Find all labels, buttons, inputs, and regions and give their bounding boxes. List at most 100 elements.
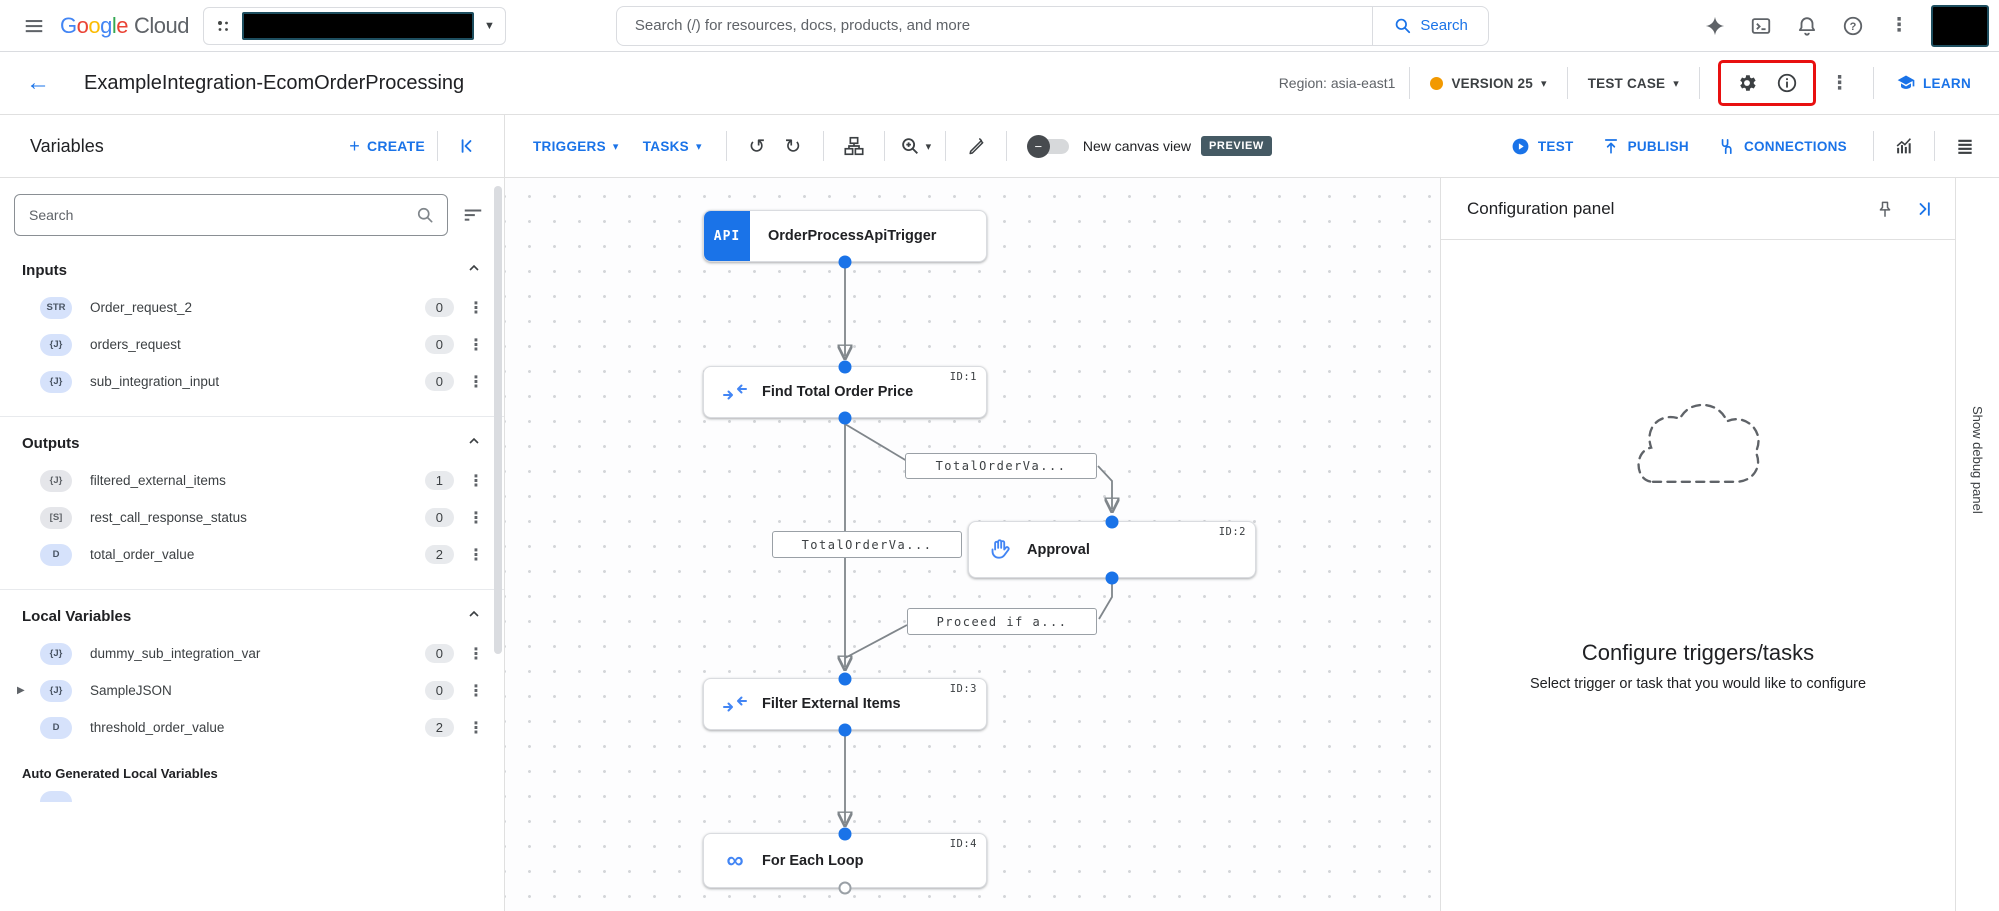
variable-type-badge: D: [40, 543, 72, 566]
overflow-menu-icon[interactable]: ⋮: [1889, 15, 1909, 36]
notifications-bell-icon[interactable]: [1787, 6, 1827, 46]
connector-dot[interactable]: [838, 255, 852, 269]
triggers-dropdown[interactable]: TRIGGERS▾: [533, 139, 619, 154]
connector-dot[interactable]: [838, 723, 852, 737]
expand-arrow-icon[interactable]: ▶: [17, 685, 25, 696]
pin-icon[interactable]: [1875, 199, 1895, 219]
loop-infinity-icon: ∞: [726, 846, 744, 874]
create-label: CREATE: [366, 138, 425, 154]
search-icon: [1396, 18, 1411, 34]
usage-count-badge[interactable]: 0: [424, 372, 454, 391]
kebab-menu-icon[interactable]: ⋮: [468, 645, 484, 663]
node-filter-external-items[interactable]: ID:3 Filter External Items: [703, 678, 987, 730]
edit-wand-icon[interactable]: [958, 128, 994, 164]
node-order-process-api-trigger[interactable]: API OrderProcessApiTrigger: [703, 210, 987, 262]
back-arrow-icon[interactable]: ←: [26, 69, 50, 96]
kebab-menu-icon[interactable]: ⋮: [468, 509, 484, 527]
new-canvas-view-toggle[interactable]: −: [1026, 134, 1069, 158]
kebab-menu-icon[interactable]: ⋮: [468, 299, 484, 317]
test-label: TEST: [1537, 138, 1574, 154]
sidebar-scrollbar[interactable]: [494, 186, 502, 654]
configuration-panel-header: Configuration panel: [1441, 178, 1955, 240]
chevron-up-icon[interactable]: [466, 260, 482, 281]
variable-row[interactable]: {J} filtered_external_items 1 ⋮: [0, 462, 504, 499]
kebab-menu-icon[interactable]: ⋮: [468, 472, 484, 490]
settings-gear-icon[interactable]: [1727, 63, 1767, 103]
account-avatar[interactable]: [1931, 4, 1989, 47]
usage-count-badge[interactable]: 0: [424, 335, 454, 354]
variable-row[interactable]: {J} orders_request 0 ⋮: [0, 326, 504, 363]
logs-icon[interactable]: [1947, 128, 1983, 164]
filter-sort-icon[interactable]: [462, 204, 484, 226]
create-variable-button[interactable]: + CREATE: [349, 136, 425, 157]
usage-count-badge[interactable]: 2: [424, 718, 454, 737]
edge-label-proceed-if-approved[interactable]: Proceed if a...: [907, 608, 1097, 635]
test-button[interactable]: TEST: [1511, 137, 1574, 156]
kebab-menu-icon[interactable]: ⋮: [468, 682, 484, 700]
usage-count-badge[interactable]: 0: [424, 298, 454, 317]
chevron-up-icon[interactable]: [466, 606, 482, 627]
connector-dot[interactable]: [1105, 571, 1119, 585]
publish-button[interactable]: PUBLISH: [1602, 137, 1689, 155]
usage-count-badge[interactable]: 2: [424, 545, 454, 564]
connector-dot[interactable]: [838, 360, 852, 374]
kebab-menu-icon[interactable]: ⋮: [468, 373, 484, 391]
connector-dot-open[interactable]: [838, 881, 852, 895]
variable-row[interactable]: {J} dummy_sub_integration_var 0 ⋮: [0, 635, 504, 672]
gemini-icon[interactable]: [1695, 6, 1735, 46]
connector-dot[interactable]: [838, 411, 852, 425]
connections-button[interactable]: CONNECTIONS: [1717, 137, 1847, 156]
data-mapping-icon: [720, 695, 750, 713]
connector-dot[interactable]: [838, 827, 852, 841]
undo-icon[interactable]: ↺: [748, 135, 766, 158]
edge-label-total-order-value-true[interactable]: TotalOrderVa...: [905, 453, 1097, 479]
usage-count-badge[interactable]: 0: [424, 508, 454, 527]
auto-layout-icon[interactable]: [836, 128, 872, 164]
google-wordmark: Google: [60, 12, 129, 38]
variables-search-input[interactable]: [29, 207, 415, 223]
global-search-input[interactable]: [616, 17, 1373, 34]
redo-icon[interactable]: ↻: [784, 135, 802, 158]
variable-row[interactable]: STR Order_request_2 0 ⋮: [0, 289, 504, 326]
global-search-button[interactable]: Search: [1372, 6, 1488, 45]
variable-row[interactable]: {J} sub_integration_input 0 ⋮: [0, 363, 504, 400]
approval-hand-icon: [985, 537, 1015, 563]
variable-row[interactable]: [S] rest_call_response_status 0 ⋮: [0, 499, 504, 536]
test-case-dropdown[interactable]: TEST CASE ▾: [1582, 76, 1685, 91]
kebab-menu-icon[interactable]: ⋮: [468, 546, 484, 564]
kebab-menu-icon[interactable]: ⋮: [468, 336, 484, 354]
tasks-dropdown[interactable]: TASKS▾: [643, 139, 702, 154]
variable-row[interactable]: D total_order_value 2 ⋮: [0, 536, 504, 573]
project-selector[interactable]: ▼: [203, 6, 506, 45]
cloud-shell-icon[interactable]: [1741, 6, 1781, 46]
node-for-each-loop[interactable]: ID:4 ∞ For Each Loop: [703, 833, 987, 888]
collapse-panel-left-icon[interactable]: [450, 128, 486, 164]
publish-icon: [1604, 139, 1617, 154]
node-approval[interactable]: ID:2 Approval: [968, 521, 1256, 578]
more-actions-icon[interactable]: ⋮: [1830, 72, 1849, 94]
integration-canvas[interactable]: API OrderProcessApiTrigger ID:1 Find Tot…: [505, 178, 1440, 911]
chevron-up-icon[interactable]: [466, 433, 482, 454]
edge-label-total-order-value-false[interactable]: TotalOrderVa...: [772, 531, 962, 558]
zoom-dropdown[interactable]: ▾: [897, 128, 933, 164]
metrics-chart-icon[interactable]: [1886, 128, 1922, 164]
learn-button[interactable]: LEARN: [1888, 73, 1979, 93]
variable-name: dummy_sub_integration_var: [90, 646, 261, 661]
connector-dot[interactable]: [1105, 515, 1119, 529]
hamburger-menu-icon[interactable]: [14, 6, 54, 46]
variable-row[interactable]: ▶ {J} SampleJSON 0 ⋮: [0, 672, 504, 709]
red-highlight-box: [1718, 60, 1816, 106]
connector-dot[interactable]: [838, 672, 852, 686]
collapse-panel-right-icon[interactable]: [1913, 199, 1933, 219]
usage-count-badge[interactable]: 0: [424, 644, 454, 663]
variable-row[interactable]: D threshold_order_value 2 ⋮: [0, 709, 504, 746]
help-icon[interactable]: ?: [1833, 6, 1873, 46]
show-debug-panel-button[interactable]: Show debug panel: [1970, 406, 1985, 514]
info-icon[interactable]: [1767, 63, 1807, 103]
kebab-menu-icon[interactable]: ⋮: [468, 719, 484, 737]
version-dropdown[interactable]: VERSION 25 ▾: [1424, 76, 1552, 91]
section-title: Outputs: [22, 435, 80, 452]
usage-count-badge[interactable]: 0: [424, 681, 454, 700]
node-find-total-order-price[interactable]: ID:1 Find Total Order Price: [703, 366, 987, 418]
usage-count-badge[interactable]: 1: [424, 471, 454, 490]
